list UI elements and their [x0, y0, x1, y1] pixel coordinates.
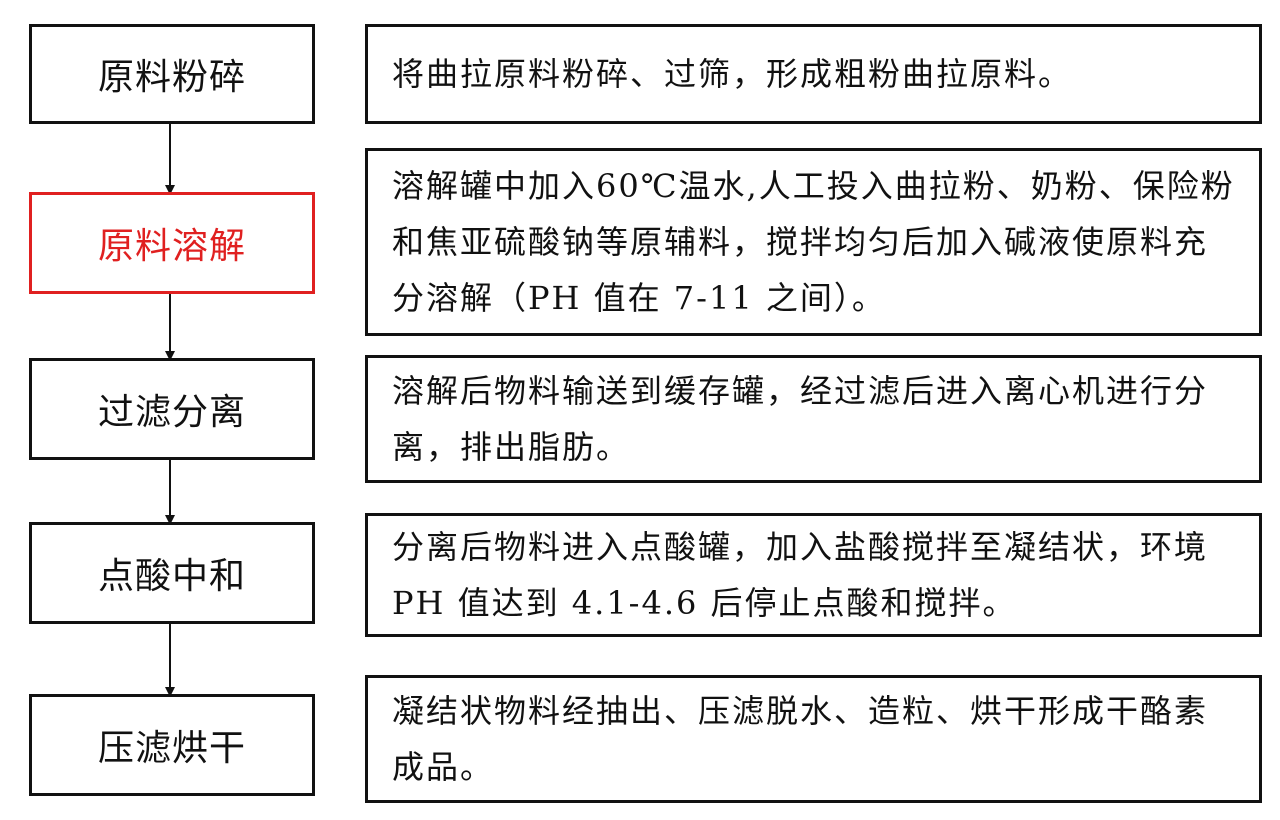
description-box-press-drying: 凝结状物料经抽出、压滤脱水、造粒、烘干形成干酪素成品。 [365, 675, 1262, 803]
step-label: 压滤烘干 [97, 728, 246, 769]
description-text: 分离后物料进入点酸罐，加入盐酸搅拌至凝结状，环境 PH 值达到 4.1-4.6 … [392, 528, 1209, 622]
step-box-acid-neutralization: 点酸中和 [29, 522, 315, 624]
description-box-acid-neutralization: 分离后物料进入点酸罐，加入盐酸搅拌至凝结状，环境 PH 值达到 4.1-4.6 … [365, 513, 1262, 637]
step-box-press-drying: 压滤烘干 [29, 694, 315, 796]
step-label: 原料粉碎 [97, 57, 246, 98]
step-label: 点酸中和 [97, 556, 246, 597]
description-box-dissolving: 溶解罐中加入60℃温水,人工投入曲拉粉、奶粉、保险粉和焦亚硫酸钠等原辅料，搅拌均… [365, 148, 1262, 336]
step-box-crushing: 原料粉碎 [29, 24, 315, 124]
description-text: 溶解后物料输送到缓存罐，经过滤后进入离心机进行分离，排出脂肪。 [392, 372, 1209, 466]
step-box-filter-separation: 过滤分离 [29, 358, 315, 460]
step-label: 原料溶解 [97, 226, 246, 267]
description-text: 溶解罐中加入60℃温水,人工投入曲拉粉、奶粉、保险粉和焦亚硫酸钠等原辅料，搅拌均… [392, 167, 1235, 317]
step-label: 过滤分离 [97, 392, 246, 433]
step-box-dissolving: 原料溶解 [29, 192, 315, 294]
description-box-filter-separation: 溶解后物料输送到缓存罐，经过滤后进入离心机进行分离，排出脂肪。 [365, 355, 1262, 483]
description-box-crushing: 将曲拉原料粉碎、过筛，形成粗粉曲拉原料。 [365, 24, 1262, 124]
description-text: 凝结状物料经抽出、压滤脱水、造粒、烘干形成干酪素成品。 [392, 692, 1209, 786]
description-text: 将曲拉原料粉碎、过筛，形成粗粉曲拉原料。 [392, 55, 1073, 93]
